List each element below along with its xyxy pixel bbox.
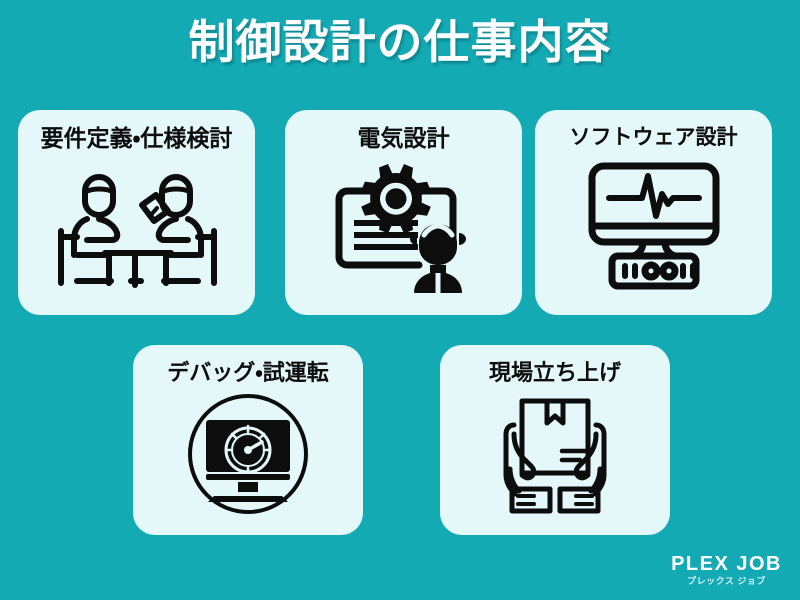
card-software-design[interactable]: ソフトウェア設計: [535, 110, 772, 315]
plex-job-logo[interactable]: PLEX JOB プレックス ジョブ: [671, 554, 782, 586]
monitor-gauge-circle-icon: [141, 385, 355, 523]
card-requirements-definition[interactable]: 要件定義・仕様検討: [18, 110, 255, 315]
hands-holding-box-icon: [448, 385, 662, 523]
card-label: 現場立ち上げ: [488, 360, 621, 385]
card-label: 要件定義・仕様検討: [40, 125, 233, 151]
card-label: 電気設計: [357, 125, 450, 151]
card-label: デバッグ・試運転: [167, 360, 329, 385]
card-debug-trial-run[interactable]: デバッグ・試運転: [133, 345, 363, 535]
monitor-waveform-icon: [543, 149, 764, 303]
card-onsite-startup[interactable]: 現場立ち上げ: [440, 345, 670, 535]
card-electrical-design[interactable]: 電気設計: [285, 110, 522, 315]
page-title: 制御設計の仕事内容: [188, 16, 612, 68]
logo-katakana-subtitle: プレックス ジョブ: [687, 576, 766, 586]
logo-wordmark: PLEX JOB: [671, 553, 782, 575]
meeting-discussion-icon: [26, 151, 247, 303]
card-label: ソフトウェア設計: [569, 126, 738, 149]
gear-document-engineer-icon: [293, 151, 514, 303]
